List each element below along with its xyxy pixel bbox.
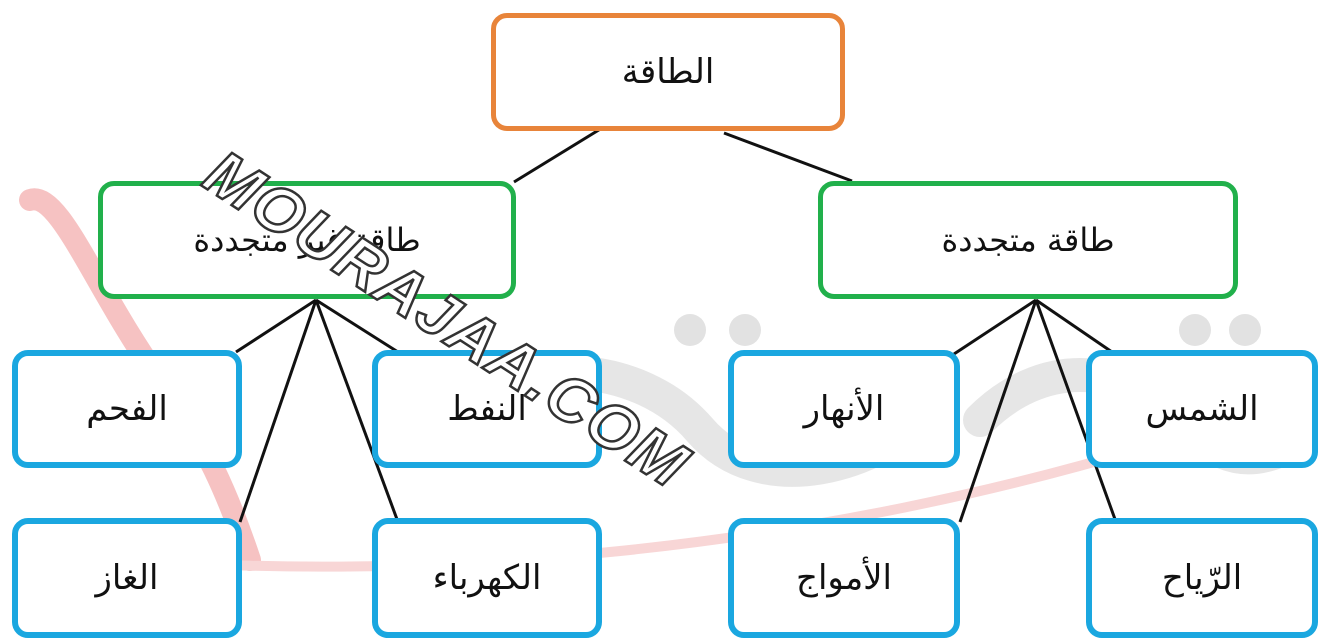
leaf-node-sun: الشمس <box>1086 350 1318 468</box>
leaf-node-waves: الأمواج <box>728 518 960 638</box>
leaf-label-coal: الفحم <box>86 389 168 429</box>
leaf-label-rivers: الأنهار <box>803 389 885 429</box>
leaf-label-waves: الأمواج <box>796 558 893 598</box>
leaf-node-coal: الفحم <box>12 350 242 468</box>
leaf-label-sun: الشمس <box>1145 389 1259 429</box>
connector-root-to-renewable <box>723 131 853 183</box>
connector-root-to-non-renewable <box>513 126 603 184</box>
leaf-node-wind: الرّياح <box>1086 518 1318 638</box>
leaf-node-electricity: الكهرباء <box>372 518 602 638</box>
leaf-label-gas: الغاز <box>95 558 159 598</box>
leaf-label-wind: الرّياح <box>1161 558 1243 598</box>
leaf-node-rivers: الأنهار <box>728 350 960 468</box>
connector-non-renewable-to-oil <box>315 298 399 354</box>
category-node-non-renewable: طاقة غير متجددة <box>98 181 516 299</box>
connector-renewable-to-rivers <box>953 298 1037 356</box>
connector-renewable-to-sun <box>1035 298 1113 354</box>
leaf-node-oil: النفط <box>372 350 602 468</box>
connector-non-renewable-to-gas <box>238 299 318 523</box>
connector-renewable-to-waves <box>958 299 1038 523</box>
root-node-energy: الطاقة <box>491 13 845 131</box>
connector-non-renewable-to-electricity <box>314 299 400 523</box>
leaf-node-gas: الغاز <box>12 518 242 638</box>
leaf-label-oil: النفط <box>447 389 527 429</box>
root-label: الطاقة <box>621 52 715 92</box>
category-label-renewable: طاقة متجددة <box>941 221 1115 259</box>
connector-renewable-to-wind <box>1034 299 1118 523</box>
category-node-renewable: طاقة متجددة <box>818 181 1238 299</box>
connector-non-renewable-to-coal <box>235 298 317 354</box>
category-label-non-renewable: طاقة غير متجددة <box>193 221 421 259</box>
leaf-label-electricity: الكهرباء <box>432 558 542 598</box>
